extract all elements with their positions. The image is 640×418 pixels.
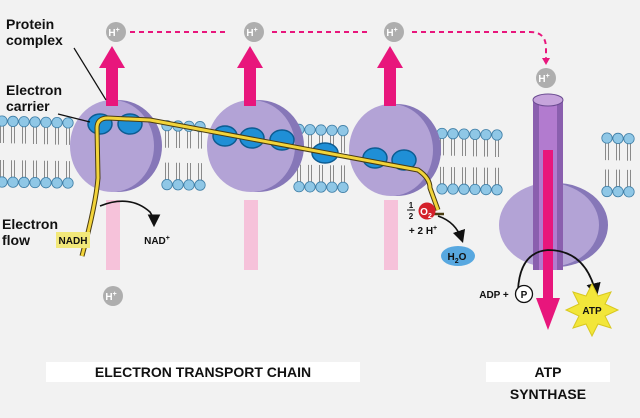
lipid-head [623,186,635,198]
nad-label: NAD+ [144,235,170,247]
lipid-head [51,177,63,189]
proton-label-4: H+ [538,73,549,85]
lipid-head [601,185,613,198]
lipid-head [612,186,624,198]
lipid-head [183,179,195,191]
water-label: H2O [448,252,467,265]
lipid-head [315,181,327,193]
lipid-head [612,132,624,144]
atp-synthase-arrowhead [536,298,560,330]
water-formation-arrow [437,215,466,244]
nadh-oxidation-arrow [99,200,161,228]
lipid-head [469,128,481,140]
lipid-head [194,179,206,191]
lipid-head [293,181,305,193]
proton-gradient-path [130,31,547,58]
protein-complex-1 [70,100,162,192]
lipid-head [18,176,30,188]
proton-label-3: H+ [386,27,397,39]
lipid-head [601,132,613,144]
atp-synthase-caption-line1: ATP [486,362,610,382]
proton-channel-lower-3 [384,200,398,270]
water-bubble [441,246,475,266]
lipid-head [0,176,8,188]
atp-synthase-caption-line2: SYNTHASE [509,386,587,402]
half-denominator: 2 [409,212,414,221]
lipid-head [491,129,503,141]
phosphate-bubble [514,284,534,304]
proton-pump-arrows [99,46,403,106]
lipid-head [62,177,74,189]
lipid-head [29,176,41,189]
proton-channel-lower-2 [244,200,258,270]
lipid-head [337,181,349,193]
membrane-bilayer [0,115,635,198]
protein-complex-leader [73,47,107,101]
nadh-box [56,232,90,248]
lipid-head [326,124,338,136]
lipid-head [7,176,19,188]
atp-synthase-proton-arrow [543,150,553,300]
lipid-head [0,115,8,127]
lipid-head [491,184,503,196]
electron-path [80,116,440,257]
lipid-head [304,181,316,193]
lipid-head [161,179,173,191]
lipid-head [7,115,19,127]
oxygen-bubble [418,202,436,220]
lipid-head [337,125,349,137]
protein-complex-label: Protein complex [6,16,63,48]
proton-label-5: H+ [105,291,116,303]
etc-caption: ELECTRON TRANSPORT CHAIN [46,362,360,382]
proton-bubbles [103,22,556,306]
half-numerator: 1 [409,201,414,210]
lipid-head [458,183,470,195]
electron-carrier-leader [57,113,91,123]
lipid-head [18,116,30,128]
electron-flow-label: Electron flow [2,216,59,248]
oxygen-label: O2 [420,207,432,220]
lipid-head [458,128,470,140]
lipid-head [62,117,74,129]
lipid-head [469,183,481,196]
atp-label: ATP [582,306,602,317]
atp-synthase [499,93,608,270]
electron-carrier-label: Electron carrier [6,82,63,114]
adp-label: ADP + [479,290,509,301]
lipid-head [51,117,63,129]
two-protons-label: + 2 H+ [409,225,437,237]
lipid-head [40,177,52,189]
atp-synthesis-arrow [517,249,601,298]
dash-arrowhead-3 [542,58,550,65]
lipid-head [480,129,492,141]
proton-label-2: H+ [246,27,257,39]
lipid-head [480,183,492,196]
atp-star [564,282,620,338]
proton-label-1: H+ [108,27,119,39]
lipid-head [447,128,459,140]
proton-channel-lower-1 [106,200,120,270]
nadh-label: NADH [59,236,88,247]
lipid-head [623,133,635,145]
phosphate-label: P [521,290,528,301]
lipid-head [447,183,459,195]
lipid-head [315,124,327,136]
lipid-head [304,124,316,136]
lipid-head [172,179,184,191]
lipid-head [40,116,52,128]
lipid-head [326,181,338,193]
lipid-head [436,183,448,195]
lipid-head [29,116,41,128]
